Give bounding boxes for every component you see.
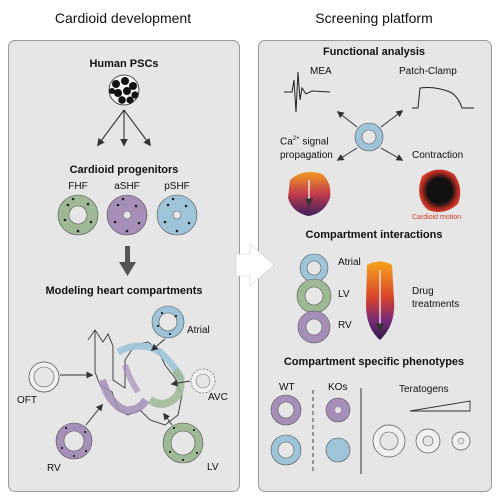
teratogen-rings	[373, 425, 470, 457]
pscs-cluster-icon	[109, 75, 139, 105]
analysis-ring	[355, 123, 383, 151]
fhf-progenitor	[58, 195, 98, 235]
specific-phenotypes-label: Compartment specific phenotypes	[284, 356, 464, 368]
atrial-ring	[152, 306, 184, 338]
lv-ring	[163, 423, 203, 463]
contraction-label: Contraction	[412, 150, 463, 161]
atrial-label: Atrial	[187, 325, 210, 336]
functional-analysis-label: Functional analysis	[323, 46, 425, 58]
propagation-label: propagation	[280, 150, 333, 161]
patch-clamp-label: Patch-Clamp	[399, 66, 457, 77]
drug-treatment-gradient	[366, 262, 394, 341]
cardioid-progenitors-label: Cardioid progenitors	[70, 164, 179, 176]
wt-rings	[271, 395, 301, 465]
stack-atrial-label: Atrial	[338, 257, 361, 268]
teratogen-dose-wedge	[410, 401, 470, 411]
contraction-motion-image	[419, 169, 460, 212]
stacked-compartments	[297, 254, 331, 343]
mea-trace	[284, 72, 330, 112]
fhf-label: FHF	[68, 181, 87, 192]
heart-tube-diagram	[88, 330, 182, 425]
avc-label: AVC	[208, 392, 228, 403]
big-down-arrow	[119, 246, 136, 276]
wt-label: WT	[279, 382, 295, 393]
drug-label: Drug	[412, 286, 434, 297]
compartment-interactions-label: Compartment interactions	[306, 229, 443, 241]
ca-signal-label: Ca2+ signal	[280, 136, 329, 147]
ko-rings	[326, 398, 350, 462]
modeling-heart-label: Modeling heart compartments	[45, 285, 202, 297]
mea-label: MEA	[310, 66, 332, 77]
stack-lv-label: LV	[338, 289, 350, 300]
pshf-progenitor	[157, 195, 197, 235]
treatments-label: treatments	[412, 299, 459, 310]
ashf-progenitor	[107, 195, 147, 235]
patch-clamp-trace	[412, 88, 474, 109]
ashf-label: aSHF	[114, 181, 140, 192]
rv-label: RV	[47, 463, 61, 474]
lv-label: LV	[207, 462, 219, 473]
kos-label: KOs	[328, 382, 347, 393]
differentiation-arrows	[98, 110, 150, 145]
oft-label: OFT	[17, 395, 37, 406]
pshf-label: pSHF	[164, 181, 190, 192]
ca-propagation-heatmap	[288, 172, 330, 216]
teratogens-label: Teratogens	[399, 384, 448, 395]
human-pscs-label: Human PSCs	[89, 58, 158, 70]
cardioid-motion-label: Cardioid motion	[412, 214, 461, 221]
oft-ring	[29, 362, 59, 392]
connector-arrow	[236, 244, 274, 286]
avc-ring	[191, 369, 215, 393]
rv-ring	[56, 423, 92, 459]
stack-rv-label: RV	[338, 320, 352, 331]
